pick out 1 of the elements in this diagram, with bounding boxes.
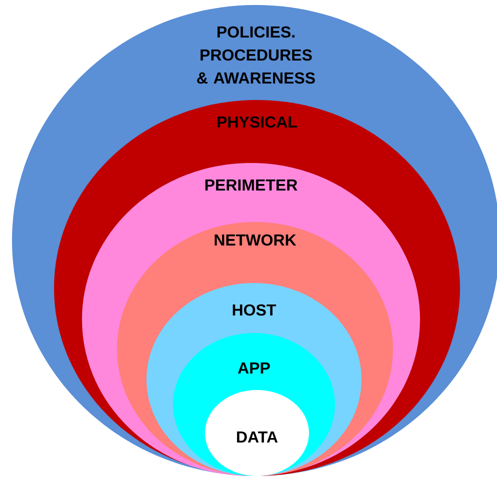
node-label: DATA: [237, 431, 278, 443]
